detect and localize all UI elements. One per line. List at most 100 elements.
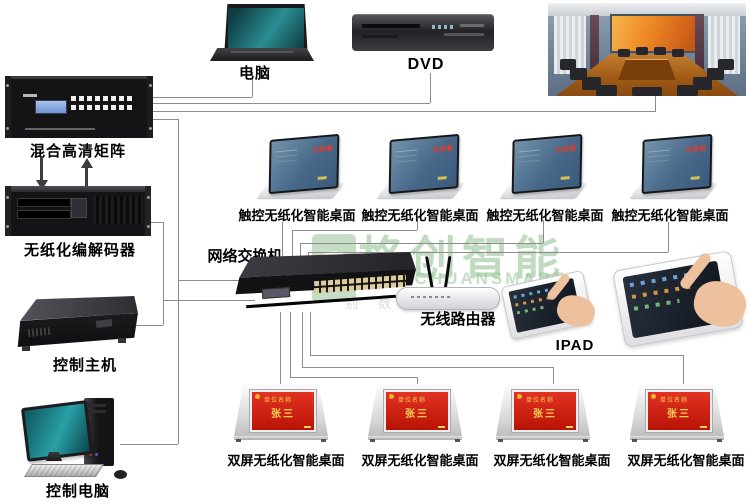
touch-desktop-1: 与会者 [253,133,349,202]
rack-ear [147,76,153,138]
dual-desktop-2: 单位名称 张三 [368,384,462,444]
ipad-label: IPAD [555,337,595,354]
wall-column [695,15,704,73]
connector-line [252,72,253,97]
touch-desktop-4: 与会者 [626,133,722,202]
server-foot [22,346,30,351]
connector-line [280,312,281,388]
drive-slot [17,198,71,207]
paperless-codec-label: 无纸化编解码器 [23,243,136,259]
touch-desktop-2: 与会者 [373,133,469,202]
button-row [71,96,135,101]
mouse [114,470,127,479]
dvd-device [352,14,494,51]
network-switch-device [226,252,416,318]
connector-line [300,243,543,244]
rack-ear [5,186,11,236]
connector-line [430,73,431,103]
chair [654,47,666,55]
ceiling [548,3,746,16]
vent-grille [93,196,143,224]
front-badge [71,198,87,218]
hd-matrix-device [5,76,153,138]
chair [618,49,630,57]
connector-line [152,97,252,98]
monitor-screen: 与会者 [268,133,340,195]
chair [596,85,617,96]
lcd-display [35,100,67,114]
connector-line [310,355,683,356]
chair [718,59,734,70]
monitor-screen: 与会者 [511,133,583,195]
connector-line [310,312,311,355]
drive-slot [17,210,71,219]
paperless-codec-device [5,186,151,236]
control-pc-device [20,396,142,484]
dual-desktop-1: 单位名称 张三 [234,384,328,444]
dual-desktop-label: 双屏无纸化智能桌面 [493,453,611,468]
connector-line [553,367,554,393]
monitor-stand [46,452,62,461]
server-foot [118,338,126,343]
connector-line [417,218,418,230]
laptop-label: 电脑 [238,66,271,82]
connector-line [178,119,179,444]
connector-line [282,222,283,272]
connector-line [152,111,655,112]
router-body [396,287,500,310]
name-screen: 单位名称 张三 [384,390,450,432]
dual-desktop-label: 双屏无纸化智能桌面 [361,453,479,468]
switch-lcd [261,287,291,299]
dvd-label: DVD [407,56,445,73]
conference-room-photo [548,3,746,96]
name-screen: 单位名称 张三 [512,390,578,432]
indicator-lights [432,25,454,29]
wireless-router-device [394,254,502,312]
connector-line [655,96,656,112]
panel-edge [11,76,147,79]
laptop-base [210,48,314,61]
dual-desktop-3: 单位名称 张三 [496,384,590,444]
disc-tray [362,24,420,28]
connector-line [683,355,684,393]
control-host-label: 控制主机 [52,358,117,374]
touch-desktop-label: 触控无纸化智能桌面 [611,208,729,223]
connector-line [290,377,417,378]
laptop-device [210,4,314,62]
connector-line [308,252,668,253]
button-strip [444,33,484,36]
wall-column [590,15,599,73]
connector-line [152,119,178,120]
connector-line [152,103,430,104]
wireless-router-label: 无线路由器 [420,312,496,328]
ipad-1 [500,269,599,341]
connector-line [148,222,163,223]
rack-ear [5,76,11,138]
table-center-well [618,59,676,80]
touch-desktop-label: 触控无纸化智能桌面 [238,208,356,223]
dual-desktop-label: 双屏无纸化智能桌面 [627,453,745,468]
chair [672,49,684,57]
monitor-screen: 与会者 [388,133,460,195]
hd-matrix-label: 混合高清矩阵 [29,144,126,160]
dual-desktop-label: 双屏无纸化智能桌面 [227,453,345,468]
connector-line [302,312,303,367]
connector-line [120,444,178,445]
chair [560,59,576,70]
keyboard [23,464,105,477]
control-host-device [14,296,138,356]
touch-desktop-3: 与会者 [496,133,592,202]
antenna [425,255,434,291]
connector-line [163,300,255,301]
watermark-faint-char: 数 [378,296,392,311]
ipad-2 [612,250,750,348]
panel-edge [5,186,151,192]
connector-line [163,222,164,325]
monitor-screen: 与会者 [641,133,713,195]
connector-line [128,325,163,326]
antenna [443,255,452,291]
control-pc-label: 控制电脑 [45,484,110,500]
front-slot [362,35,398,38]
chair [677,85,698,96]
